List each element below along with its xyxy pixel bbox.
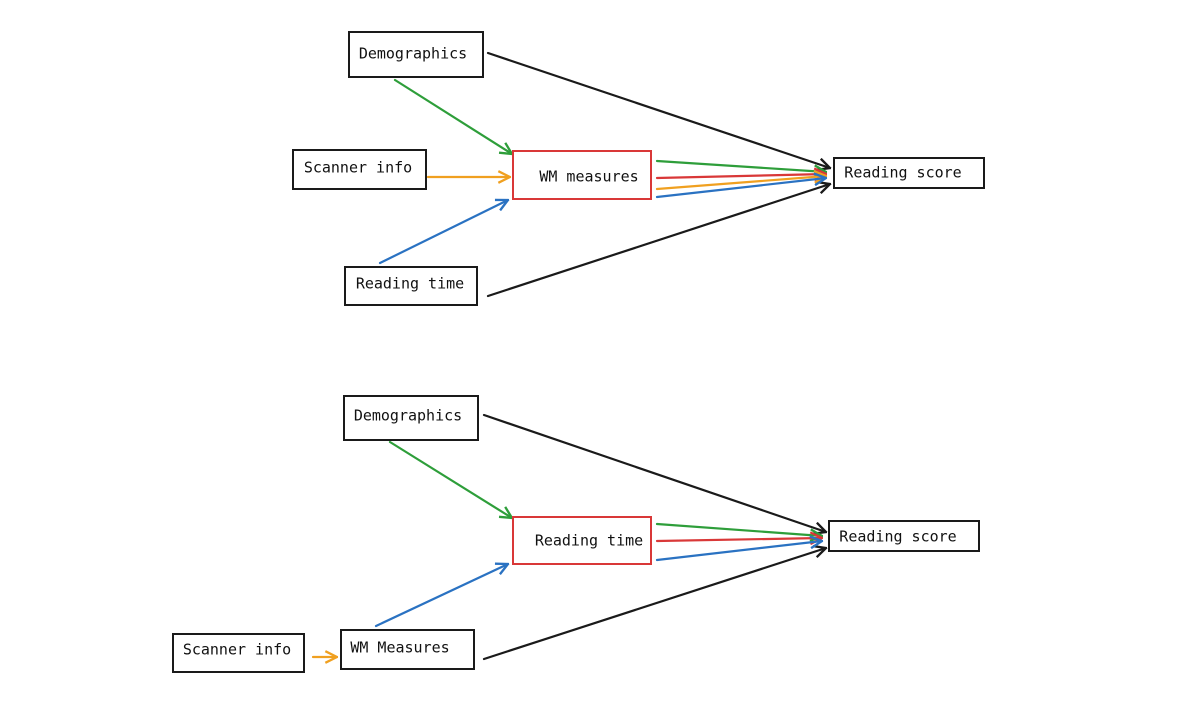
edge-reading-time-to-reading-score	[486, 184, 830, 298]
edge-rt-red-to-reading-score	[655, 538, 822, 541]
node-label: Scanner info	[183, 641, 291, 659]
node-wm-measures: WM measures	[512, 150, 652, 200]
node-label: WM measures	[539, 168, 638, 186]
node-demographics: Demographics	[343, 395, 479, 441]
node-reading-time: Reading time	[344, 266, 478, 306]
diagram-2-edges	[311, 413, 826, 661]
edge-wm-orange-to-reading-score	[655, 176, 826, 191]
edge-rt-blue-to-reading-score	[655, 541, 822, 562]
node-label: Scanner info	[304, 159, 412, 177]
node-label: Reading time	[535, 532, 643, 550]
node-label: Demographics	[354, 407, 462, 425]
node-scanner-info: Scanner info	[172, 633, 305, 673]
diagram-1-edges	[378, 51, 830, 298]
edge-demographics-to-reading-score	[486, 51, 830, 168]
node-scanner-info: Scanner info	[292, 149, 427, 190]
edge-demographics-to-wm-measures	[393, 78, 512, 154]
edge-wm-green-to-reading-score	[655, 159, 826, 172]
node-label: Demographics	[359, 45, 467, 63]
edge-demographics-to-reading-score	[482, 413, 826, 532]
node-reading-time: Reading time	[512, 516, 652, 565]
node-label: WM Measures	[350, 639, 449, 657]
edge-wm-blue-to-reading-score	[655, 178, 826, 199]
edge-rt-green-to-reading-score	[655, 522, 822, 536]
node-wm-measures: WM Measures	[340, 629, 475, 670]
node-demographics: Demographics	[348, 31, 484, 78]
node-label: Reading time	[356, 275, 464, 293]
edge-demographics-to-reading-time	[388, 440, 512, 518]
node-reading-score: Reading score	[828, 520, 980, 552]
diagram-2: Demographics Reading time Scanner info W…	[172, 395, 980, 673]
node-reading-score: Reading score	[833, 157, 985, 189]
edge-reading-time-to-wm-measures	[378, 200, 508, 265]
edge-wm-measures-to-reading-score	[482, 548, 826, 661]
edge-wm-measures-to-reading-time	[374, 564, 508, 628]
diagram-1: Demographics Scanner info WM measures Re…	[292, 31, 985, 306]
node-label: Reading score	[844, 164, 961, 182]
edge-wm-red-to-reading-score	[655, 174, 826, 178]
node-label: Reading score	[839, 528, 956, 546]
